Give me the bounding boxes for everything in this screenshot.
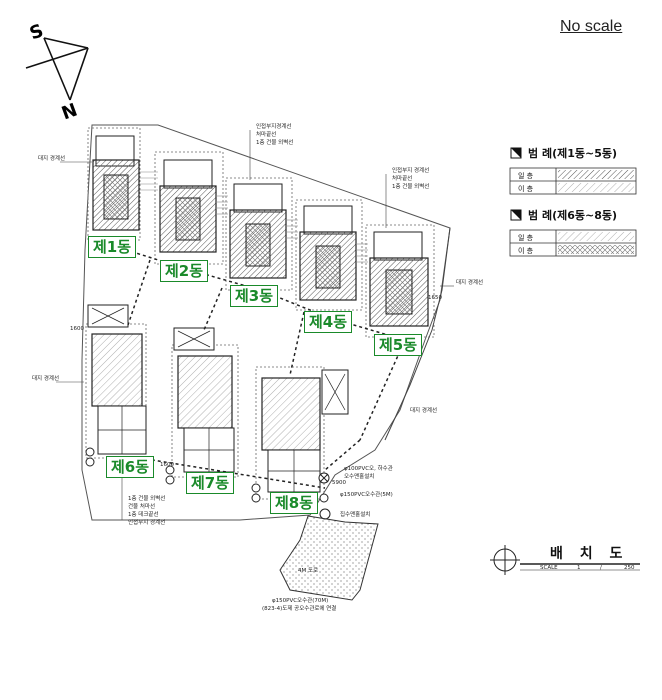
scale-sep: /	[600, 565, 602, 571]
note-top-1: 인접부지경계선	[256, 122, 291, 130]
dim-1650: 1650	[428, 295, 442, 301]
building-label-7: 제7동	[186, 472, 235, 494]
note-right-3: 1층 건물 외벽선	[392, 182, 429, 190]
note-top-3: 1층 건물 외벽선	[256, 138, 293, 146]
building-1	[92, 135, 140, 231]
note-boundary-left-mid: 대지 경계선	[32, 374, 59, 382]
legend-title-2: 범 례(제6동~8동)	[528, 208, 617, 222]
legend-title-1: 범 례(제1동~5동)	[528, 146, 617, 160]
building-5	[369, 231, 429, 327]
note-pipe-1: φ100PVC오, 하수관	[344, 464, 393, 472]
note-boundary-left-top: 대지 경계선	[38, 154, 65, 162]
dim-1600-a: 1600	[70, 326, 84, 332]
legend-row-1: 일 층	[518, 171, 534, 180]
note-pipe-5: (823-4)도제 공오수관로에 연결	[262, 604, 336, 612]
deck-stripes	[140, 171, 368, 263]
note-boundary-right-low: 대지 경계선	[410, 406, 437, 414]
note-road: 4M 도로	[298, 567, 318, 574]
building-label-1: 제1동	[88, 236, 137, 258]
title-block: 배 치 도 SCALE 1 / 250	[490, 545, 640, 575]
scale-label: SCALE	[540, 565, 558, 571]
right-boundary-line	[384, 227, 451, 441]
compass-n: N	[59, 99, 80, 124]
building-4	[299, 205, 357, 301]
note-boundary-right: 대지 경계선	[456, 278, 483, 286]
building-7	[173, 327, 235, 473]
scale-num: 1	[577, 565, 581, 571]
note-right-1: 인접부지 경계선	[392, 166, 429, 174]
note-top-2: 처마끝선	[256, 130, 276, 138]
manholes	[85, 447, 331, 520]
legend-row-4: 이 층	[518, 246, 534, 255]
legend: 범 례(제1동~5동) 일 층 이 층 범 례(제6동~8동) 일 층 이 층	[509, 146, 637, 257]
building-6	[87, 304, 147, 455]
scale-den: 250	[624, 565, 635, 571]
building-label-6: 제6동	[106, 456, 155, 478]
note-pipe-1b: 오수맨홀설치	[344, 472, 374, 480]
no-scale-note: No scale	[560, 18, 623, 35]
legend-row-3: 일 층	[518, 233, 534, 242]
dim-1600-b: 1600	[160, 462, 174, 468]
note-right-2: 처마끝선	[392, 174, 412, 182]
building-2	[159, 159, 217, 253]
building-3	[229, 183, 287, 279]
building-label-3: 제3동	[230, 285, 279, 307]
building-label-4: 제4동	[304, 311, 353, 333]
drawing-title: 배 치 도	[550, 546, 628, 562]
note-bottom-4: 인접부지 경계선	[128, 518, 165, 526]
building-label-8: 제8동	[270, 492, 319, 514]
building-label-5: 제5동	[374, 334, 423, 356]
road-area	[279, 515, 379, 601]
building-8	[261, 369, 349, 493]
note-bottom-3: 1층 데크끝선	[128, 510, 159, 518]
compass-s: S	[27, 20, 46, 44]
dim-5900: 5900	[332, 480, 346, 486]
note-pipe-2: φ150PVC오수관(5M)	[340, 490, 393, 498]
legend-row-2: 이 층	[518, 184, 534, 193]
north-arrow: S N	[25, 20, 89, 124]
note-bottom-1: 1층 건물 외벽선	[128, 494, 165, 502]
note-bottom-2: 건물 처마선	[128, 502, 155, 510]
building-label-2: 제2동	[160, 260, 209, 282]
note-pipe-4: φ150PVC오수관(70M)	[272, 596, 328, 604]
note-pipe-3: 집수맨홀설치	[340, 510, 370, 518]
